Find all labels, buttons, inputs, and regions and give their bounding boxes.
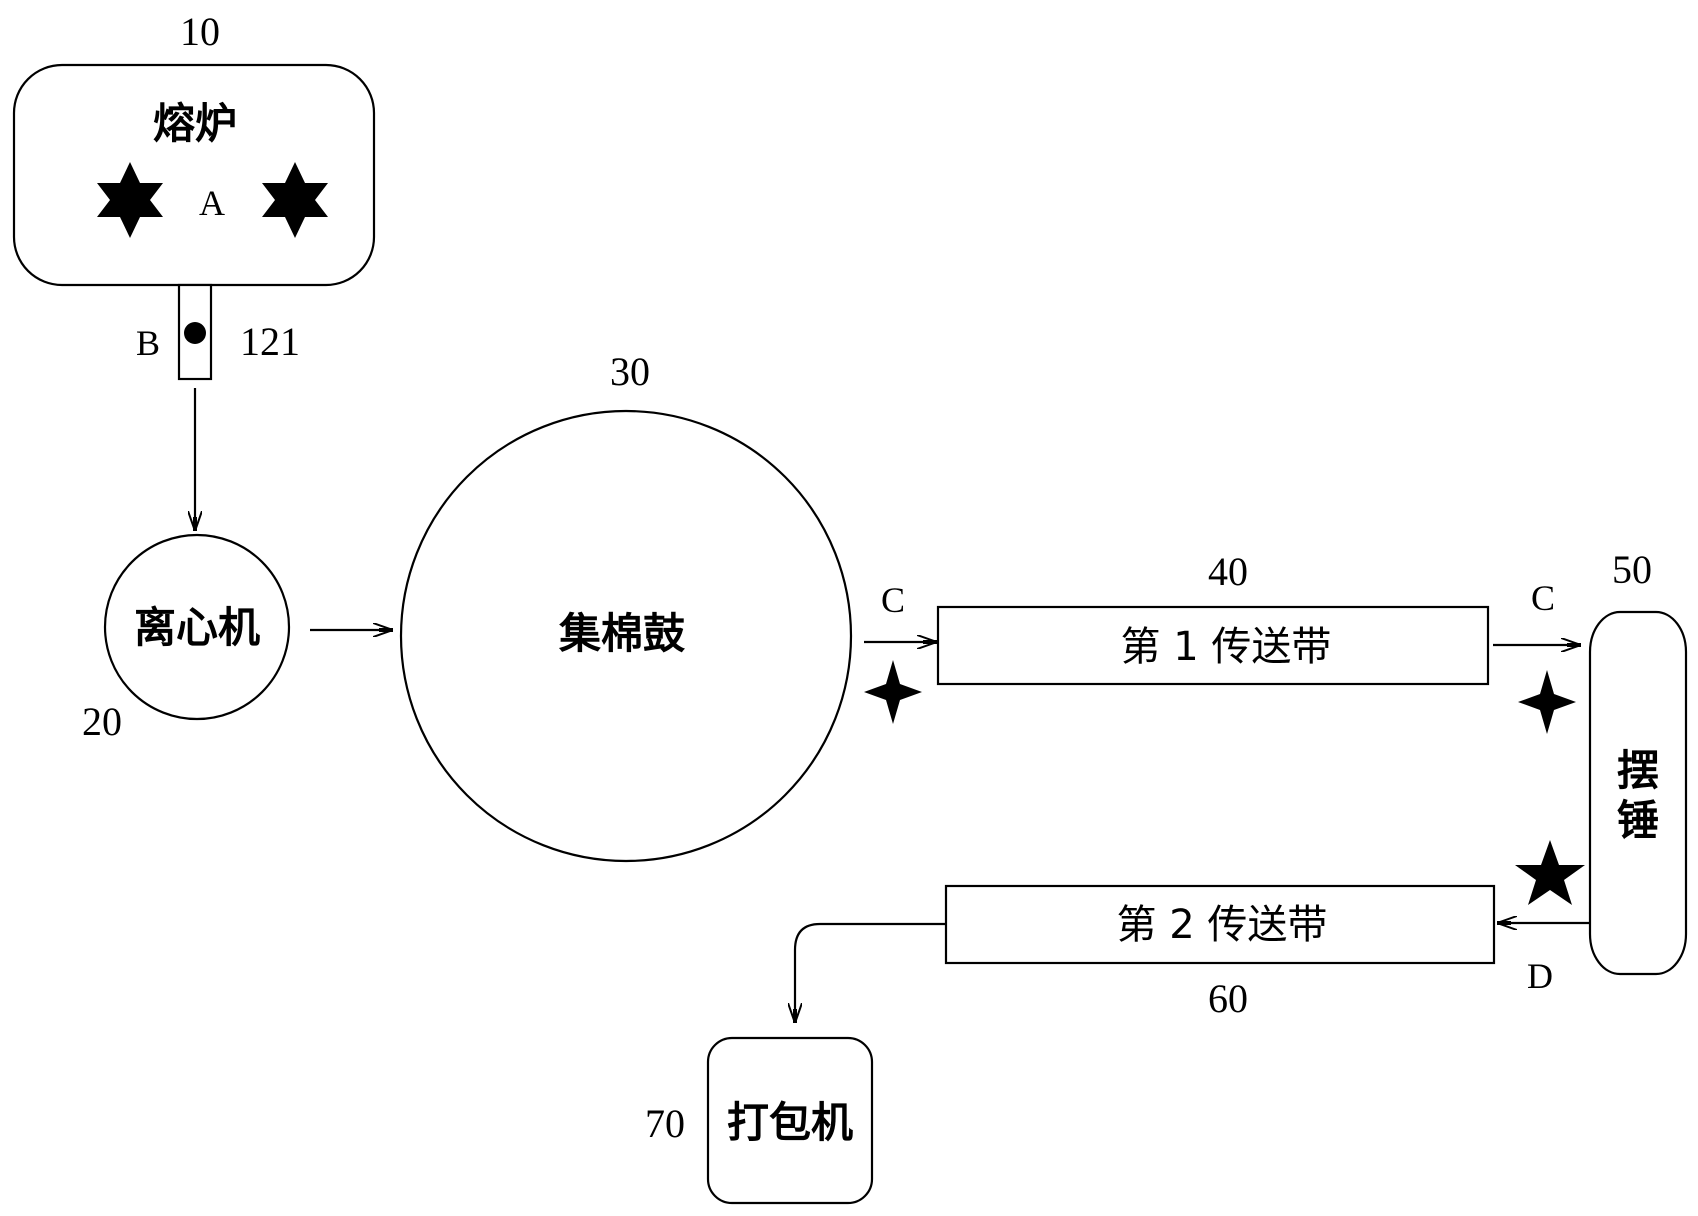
flow-marker-d: D (1527, 956, 1553, 996)
drum-number: 30 (610, 349, 650, 394)
centrifuge-label: 离心机 (134, 603, 260, 652)
furnace-heat-marker: A (199, 183, 225, 223)
pendulum-label-2: 锤 (1617, 796, 1659, 845)
centrifuge-number: 20 (82, 699, 122, 744)
centrifuge-circle (103, 533, 291, 721)
pendulum-box (1588, 610, 1688, 976)
six-point-star-icon (97, 162, 163, 238)
outlet-marker: B (136, 323, 160, 363)
conveyor-2-label: 第 2 传送带 (1117, 902, 1328, 948)
dot-icon (184, 322, 206, 344)
conveyor-1-number: 40 (1208, 549, 1248, 594)
four-point-star-icon (1518, 670, 1576, 734)
five-point-star-icon (1515, 840, 1585, 905)
flow-marker-c-second: C (1531, 578, 1555, 618)
baler-box (706, 1036, 874, 1205)
six-point-star-icon (262, 162, 328, 238)
furnace-label: 熔炉 (153, 99, 237, 148)
conveyor-1-box (936, 605, 1490, 686)
four-point-star-icon (864, 660, 922, 724)
arrow-icon (795, 922, 946, 1022)
drum-label: 集棉鼓 (558, 609, 686, 658)
pendulum-number: 50 (1612, 547, 1652, 592)
melting-furnace-box (12, 63, 376, 287)
pendulum-label-1: 摆 (1617, 746, 1659, 795)
conveyor-1-label: 第 1 传送带 (1121, 624, 1332, 670)
baler-label: 打包机 (727, 1098, 853, 1147)
outlet-number: 121 (240, 319, 300, 364)
flow-marker-c-first: C (881, 580, 905, 620)
conveyor-2-number: 60 (1208, 976, 1248, 1021)
collecting-drum-circle (399, 409, 853, 863)
conveyor-2-box (944, 884, 1496, 965)
furnace-number: 10 (180, 9, 220, 54)
baler-number: 70 (645, 1101, 685, 1146)
